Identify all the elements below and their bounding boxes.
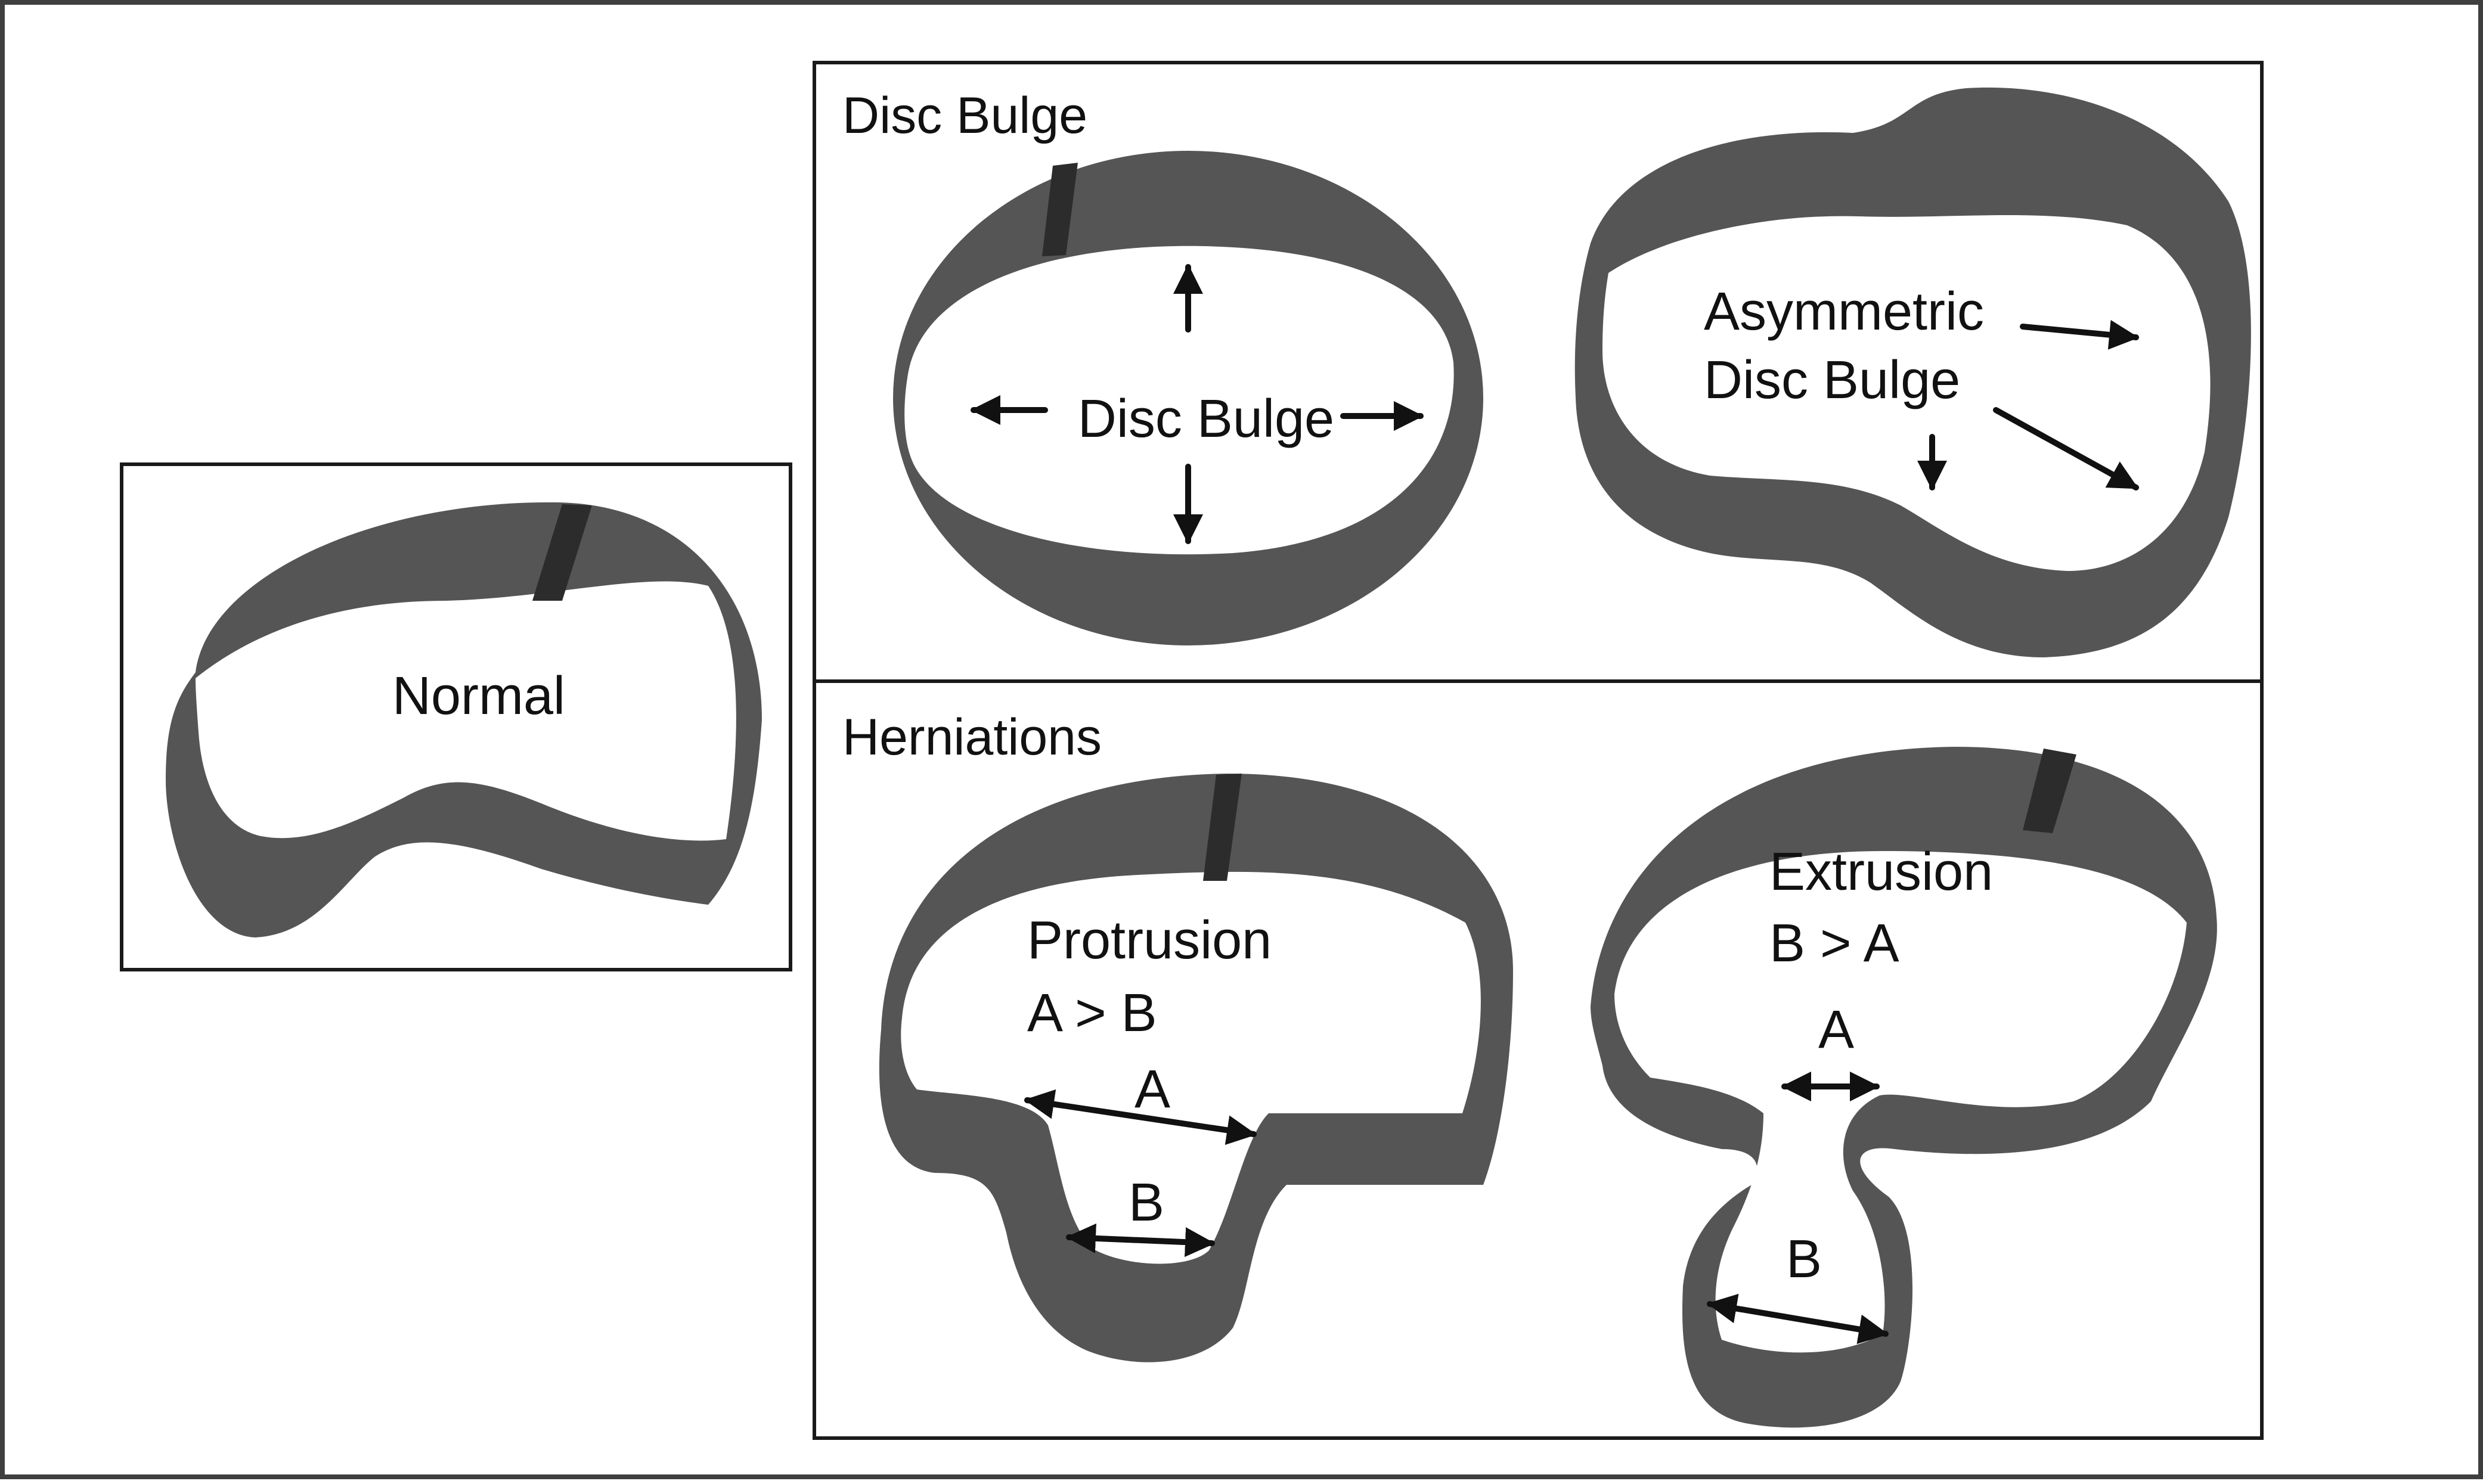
herniations-panel-box — [813, 679, 2264, 1440]
extrusion-b-label: B — [1786, 1230, 1822, 1289]
protrusion-nucleus — [901, 871, 1481, 1264]
asymmetric-arrow-upper-right — [2020, 319, 2139, 350]
disc-bulge-panel-title: Disc Bulge — [842, 87, 1087, 144]
normal-annular-fissure — [532, 504, 592, 601]
protrusion-arrow-b — [1066, 1223, 1215, 1258]
herniations-panel-title: Herniations — [842, 709, 1102, 766]
asymmetric-arrow-lower-right — [1993, 407, 2139, 490]
protrusion-annular-fissure — [1203, 774, 1242, 881]
extrusion-annular-fissure — [2023, 749, 2076, 833]
normal-nucleus — [196, 581, 736, 841]
normal-label: Normal — [392, 666, 565, 726]
protrusion-label-line2: A > B — [1027, 983, 1157, 1043]
extrusion-nucleus — [1614, 851, 2187, 1353]
normal-panel-box — [120, 462, 792, 971]
extrusion-arrow-b — [1707, 1293, 1889, 1345]
protrusion-a-label: A — [1134, 1060, 1170, 1119]
protrusion-b-label: B — [1129, 1173, 1164, 1232]
protrusion-arrow-a — [1024, 1089, 1257, 1145]
herniations-panel: Herniations Protrusion A > B A B Extrusi… — [813, 679, 2264, 1440]
asymmetric-bulge-nucleus — [1602, 215, 2211, 571]
symmetric-bulge-nucleus — [904, 246, 1454, 555]
protrusion-label-line1: Protrusion — [1027, 911, 1272, 970]
disc-bulge-panel: Disc Bulge Disc Bulge Asymmetric Disc Bu… — [813, 61, 2264, 683]
extrusion-label-line2: B > A — [1769, 914, 1899, 973]
symmetric-bulge-annular-fissure — [1042, 163, 1078, 256]
disc-diagram: Normal Disc Bulge Disc Bulge Asymmetric … — [120, 61, 2264, 1440]
asymmetric-label-line2: Disc Bulge — [1704, 350, 1960, 410]
extrusion-label-line1: Extrusion — [1769, 842, 1993, 902]
normal-panel: Normal — [120, 462, 792, 971]
extrusion-a-label: A — [1818, 1000, 1854, 1060]
symmetric-bulge-label: Disc Bulge — [1078, 389, 1334, 449]
asymmetric-label-line1: Asymmetric — [1704, 282, 1984, 341]
